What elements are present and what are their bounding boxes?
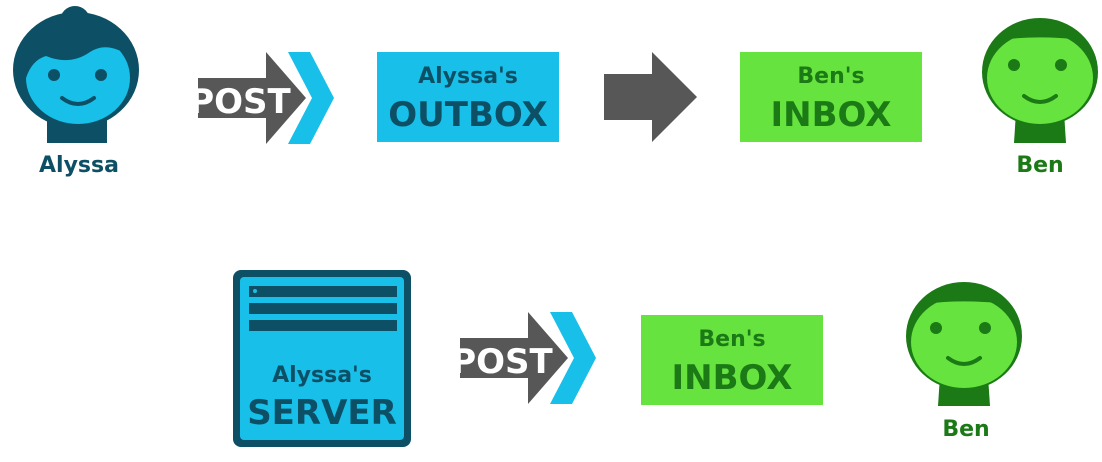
outbox-label-line2: OUTBOX	[388, 95, 548, 135]
delivery-arrow-icon	[604, 52, 697, 142]
ben-avatar-icon-bottom	[906, 282, 1022, 406]
alyssa-avatar-icon	[13, 6, 139, 143]
post-arrow-top	[198, 52, 334, 144]
alyssa-server-icon	[233, 270, 411, 447]
server-label-line2: SERVER	[247, 393, 397, 433]
post-label-bottom: POST	[451, 342, 553, 382]
ben-label-top: Ben	[1016, 153, 1063, 178]
ben-inbox-box-top	[740, 52, 922, 142]
outbox-label-line1: Alyssa's	[418, 64, 518, 89]
ben-label-bottom: Ben	[942, 417, 989, 442]
inbox-top-label-line2: INBOX	[771, 95, 892, 135]
ben-inbox-box-bottom	[641, 315, 823, 405]
post-label-top: POST	[189, 82, 291, 122]
inbox-bottom-label-line1: Ben's	[698, 327, 765, 352]
ben-avatar-icon-top	[982, 18, 1098, 143]
server-label-line1: Alyssa's	[272, 363, 372, 388]
inbox-bottom-label-line2: INBOX	[672, 358, 793, 398]
alyssa-label: Alyssa	[39, 153, 119, 178]
post-arrow-bottom	[460, 312, 596, 404]
alyssa-outbox-box	[377, 52, 559, 142]
inbox-top-label-line1: Ben's	[797, 64, 864, 89]
